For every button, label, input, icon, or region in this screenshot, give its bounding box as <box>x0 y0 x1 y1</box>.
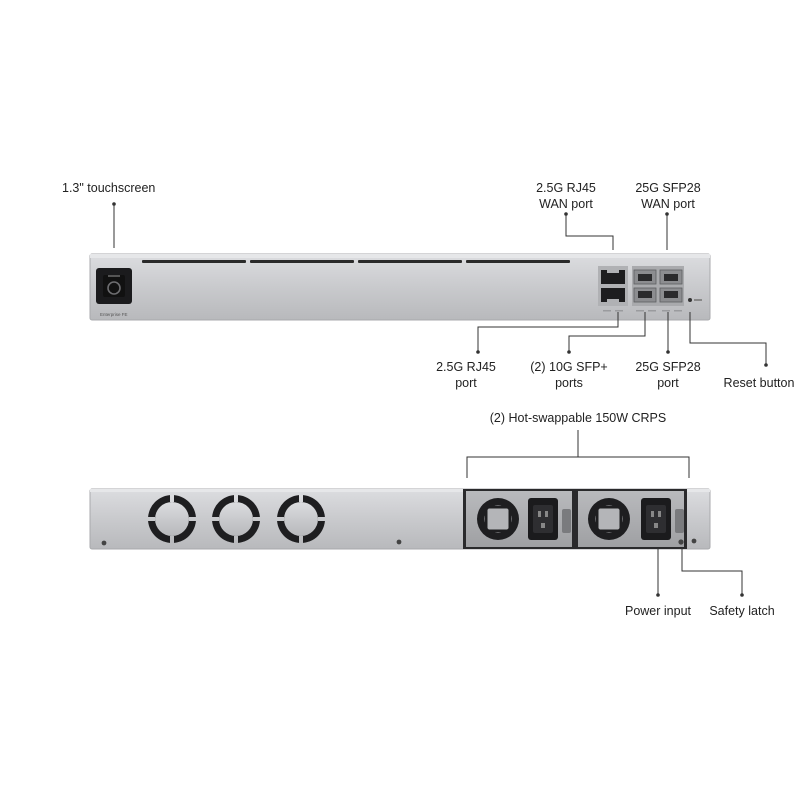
front-vents <box>142 260 570 263</box>
reset-button[interactable] <box>688 298 692 302</box>
sfp-plus-label: (2) 10G SFP+ ports <box>530 360 608 390</box>
front-callout-dots <box>112 202 768 367</box>
rear-callout-dots <box>656 593 744 597</box>
wan-rj45-label: 2.5G RJ45 WAN port <box>536 181 596 211</box>
rear-callout-lines <box>466 430 743 595</box>
sfp-cages <box>632 266 684 306</box>
sfp28-wan-port[interactable] <box>659 269 683 285</box>
front-top-edge <box>90 254 710 258</box>
fan-2 <box>212 495 260 543</box>
fan-3 <box>277 495 325 543</box>
status-label-mark <box>694 299 702 301</box>
power-input-label: Power input <box>624 604 691 618</box>
latch-screw-icon <box>678 539 684 545</box>
touchscreen-label: 1.3" touchscreen <box>62 181 156 195</box>
safety-latch[interactable] <box>675 509 684 533</box>
psu-bay-2[interactable] <box>575 489 687 549</box>
sfp28-port[interactable] <box>659 287 683 303</box>
rear-panel <box>89 488 711 550</box>
port-status-marks <box>603 310 682 312</box>
screw-icons <box>101 538 697 546</box>
psu-label: (2) Hot-swappable 150W CRPS <box>489 411 667 425</box>
sfp-plus-port-2[interactable] <box>633 287 657 303</box>
psu-handle-1[interactable] <box>562 509 571 533</box>
front-panel: Enterprise FE <box>89 253 711 321</box>
rj45-ports <box>598 266 628 306</box>
wan-rj45-port[interactable] <box>601 270 625 284</box>
rj45-port[interactable] <box>601 288 625 302</box>
reset-button-label: Reset button <box>723 376 795 390</box>
power-input-1[interactable] <box>528 498 558 540</box>
psu-bay-1[interactable] <box>463 489 575 549</box>
rj45-port-label: 2.5G RJ45 port <box>436 360 496 390</box>
sfp28-port-label: 25G SFP28 port <box>635 360 701 390</box>
fan-1 <box>148 495 196 543</box>
sfp-plus-port-1[interactable] <box>633 269 657 285</box>
wan-sfp28-label: 25G SFP28 WAN port <box>635 181 701 211</box>
front-callout-lines <box>113 204 767 365</box>
touchscreen-display[interactable] <box>96 268 132 304</box>
model-label: Enterprise FE <box>100 312 128 317</box>
safety-latch-label: Safety latch <box>709 604 775 618</box>
power-input-2[interactable] <box>641 498 671 540</box>
